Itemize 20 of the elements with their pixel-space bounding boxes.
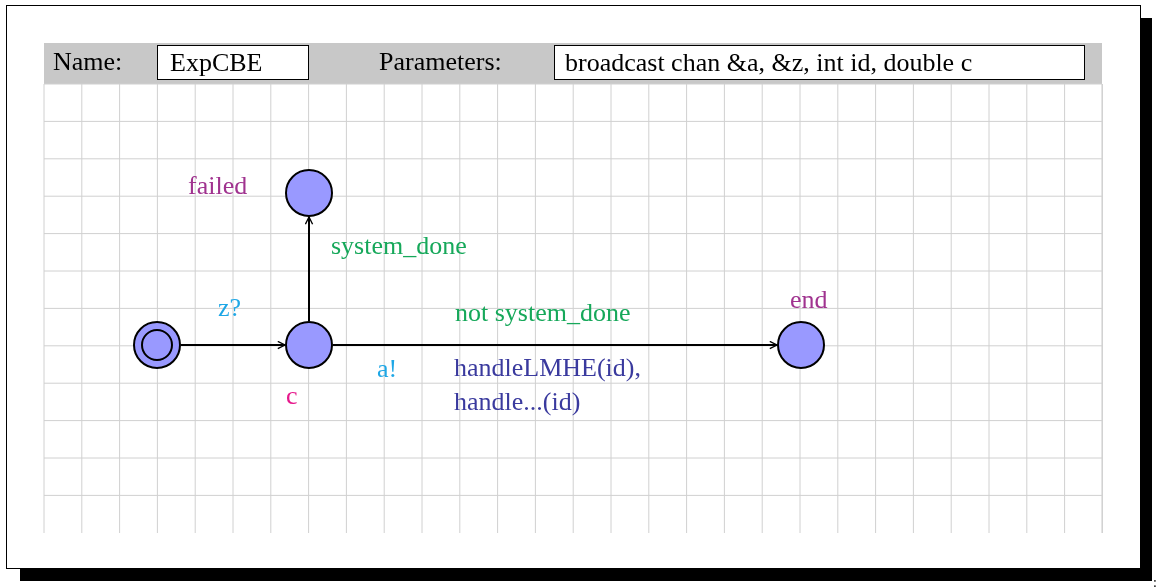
transition-arrow <box>180 340 286 350</box>
state-circle <box>285 321 333 369</box>
state-circle <box>285 169 333 217</box>
edge-label: z? <box>218 292 242 324</box>
transition-arrow <box>332 340 778 350</box>
name-field: ExpCBE <box>157 45 309 80</box>
sync-label: a! <box>377 353 398 385</box>
state-name: end <box>790 284 828 316</box>
name-label: Name: <box>53 46 123 78</box>
state-name: c <box>286 380 298 412</box>
initial-state-circle <box>133 321 181 369</box>
edge-label: not system_done <box>455 297 631 329</box>
edge-label: system_done <box>331 230 467 262</box>
parameters-label: Parameters: <box>379 46 502 78</box>
parameters-field: broadcast chan &a, &z, int id, double c <box>554 45 1085 80</box>
state-circle <box>777 321 825 369</box>
state-name: failed <box>188 170 248 202</box>
colon-mark: : <box>1153 574 1157 587</box>
update-label: handleLMHE(id), handle...(id) <box>454 352 642 418</box>
transition-arrow <box>304 216 314 322</box>
